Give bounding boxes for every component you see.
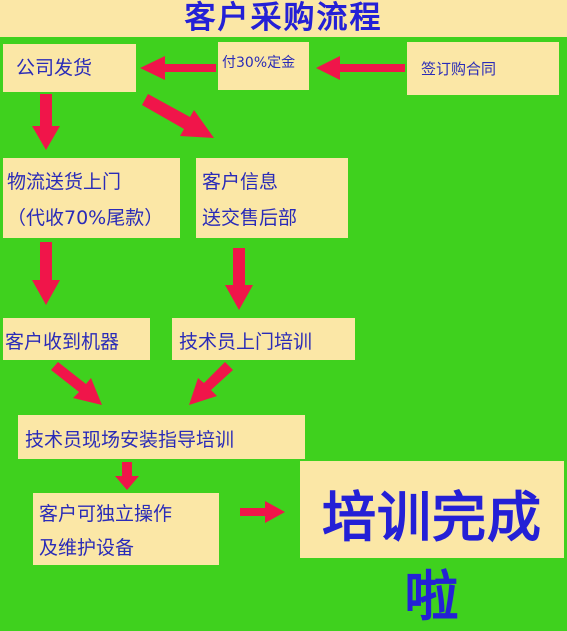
- node-technician-visit: 技术员上门培训: [172, 318, 355, 360]
- node-label-line2: 送交售后部: [202, 207, 298, 229]
- node-sign-contract: 签订购合同: [407, 42, 559, 95]
- node-receive-machine: 客户收到机器: [3, 318, 150, 360]
- node-label: 技术员上门培训: [179, 331, 313, 353]
- arrow-right-icon: [240, 501, 285, 523]
- arrow-down-icon: [32, 94, 60, 150]
- arrow-down-icon: [32, 242, 60, 305]
- node-label: 技术员现场安装指导培训: [25, 429, 235, 451]
- node-logistics: 物流送货上门 （代收70%尾款）: [3, 158, 180, 238]
- arrow-left-icon: [316, 56, 405, 80]
- node-label: 客户收到机器: [5, 331, 120, 353]
- node-label-line1: 客户信息: [202, 171, 279, 193]
- arrow-left-icon: [140, 56, 216, 80]
- arrow-diagonal-icon: [51, 362, 102, 405]
- node-onsite-install: 技术员现场安装指导培训: [18, 415, 305, 459]
- page-title: 客户采购流程: [0, 0, 567, 37]
- node-independent-operation: 客户可独立操作 及维护设备: [33, 493, 219, 565]
- node-deposit: 付30%定金: [218, 42, 309, 90]
- node-company-ship: 公司发货: [3, 44, 136, 92]
- node-label-line1: 物流送货上门: [7, 171, 122, 193]
- node-label: 付30%定金: [222, 55, 296, 71]
- arrow-down-icon: [225, 248, 253, 310]
- arrow-diagonal-icon: [189, 362, 233, 405]
- node-label-line1: 客户可独立操作: [39, 503, 173, 525]
- node-label: 公司发货: [16, 57, 93, 79]
- arrow-down-icon: [115, 462, 139, 490]
- node-label-line2: 及维护设备: [39, 537, 135, 559]
- arrow-diagonal-icon: [142, 94, 214, 138]
- node-customer-info: 客户信息 送交售后部: [196, 158, 348, 238]
- node-label-line2: （代收70%尾款）: [7, 207, 164, 229]
- flow-arrows: [32, 56, 405, 523]
- node-label: 签订购合同: [421, 60, 497, 78]
